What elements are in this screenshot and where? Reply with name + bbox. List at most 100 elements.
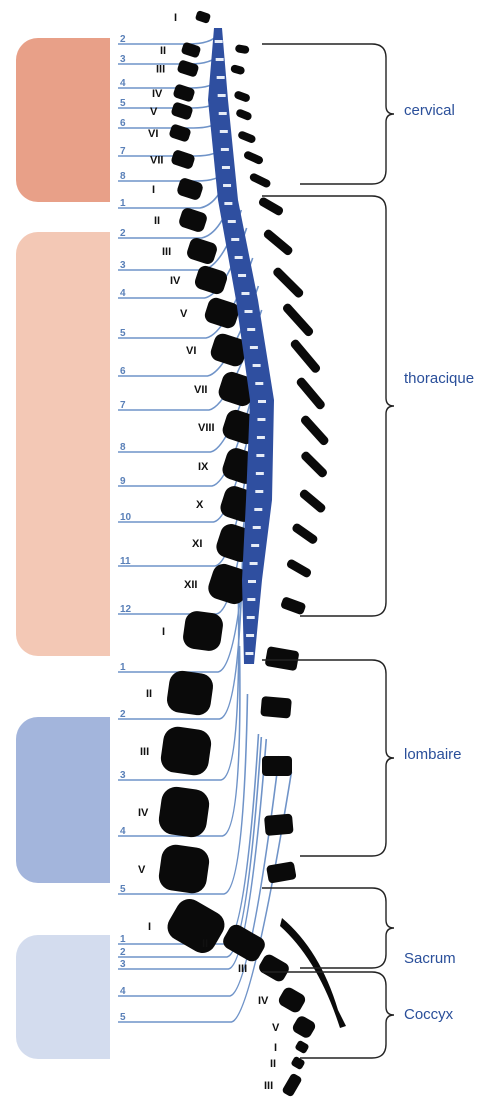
cord-segment-mark — [216, 58, 224, 61]
vertebra-label: IV — [170, 275, 181, 287]
cord-segment-mark — [247, 328, 255, 331]
spinous-process — [233, 90, 251, 103]
nerve-number: 6 — [120, 366, 126, 377]
vertebra-label: IV — [138, 807, 149, 819]
nerve-number: 11 — [120, 556, 131, 567]
region-bracket — [262, 888, 394, 968]
nerve-root — [118, 78, 221, 88]
spinous-process — [289, 338, 322, 374]
cord-segment-mark — [256, 454, 264, 457]
region-bracket — [262, 44, 394, 184]
vertebral-body — [170, 101, 193, 120]
spinous-process — [266, 861, 297, 884]
nerve-number: 5 — [120, 98, 126, 109]
cord-segment-mark — [245, 652, 253, 655]
vertebral-body — [168, 123, 191, 142]
nerve-number: 2 — [120, 228, 126, 239]
nerve-number: 2 — [120, 947, 126, 958]
vertebral-body — [291, 1014, 317, 1040]
spinous-process — [248, 172, 271, 189]
vertebra-label: II — [270, 1058, 276, 1070]
spinous-process — [260, 696, 292, 719]
nerve-number: 3 — [120, 260, 126, 271]
spinous-process — [291, 522, 319, 545]
cord-segment-mark — [250, 562, 258, 565]
vertebra-label: VI — [148, 128, 158, 140]
spinous-process — [264, 814, 294, 836]
nerve-number: 8 — [120, 171, 126, 182]
spinous-process — [230, 64, 246, 75]
vertebral-body — [182, 610, 225, 653]
nerve-root — [118, 146, 225, 156]
vertebra-label: XI — [192, 538, 202, 550]
nerve-number: 1 — [120, 662, 126, 673]
vertebra-label: III — [162, 246, 171, 258]
region-bracket — [262, 196, 394, 616]
vertebral-body — [170, 149, 196, 170]
vertebral-body — [185, 236, 218, 266]
nerve-root — [118, 34, 219, 44]
vertebra-label: III — [156, 64, 165, 76]
nerve-number: 1 — [120, 198, 126, 209]
cord-segment-mark — [257, 418, 265, 421]
vertebra-label: V — [272, 1022, 280, 1034]
label-sacrum: Sacrum — [404, 950, 456, 967]
vertebra-label: X — [196, 499, 204, 511]
cord-segment-mark — [247, 616, 255, 619]
vertebral-body — [195, 10, 211, 24]
label-cervical: cervical — [404, 102, 455, 119]
vertebral-body — [193, 264, 229, 296]
cord-segment-mark — [253, 364, 261, 367]
nerve-number: 5 — [120, 328, 126, 339]
nerve-number: 4 — [120, 78, 126, 89]
vertebra-label: IV — [152, 88, 163, 100]
vertebra-label: V — [138, 864, 146, 876]
nerve-root — [118, 118, 224, 128]
vertebra-label: VII — [194, 384, 207, 396]
cord-segment-mark — [245, 310, 253, 313]
cord-segment-mark — [215, 40, 223, 43]
label-thoracique: thoracique — [404, 370, 474, 387]
vertebral-body — [172, 83, 195, 102]
spinous-process — [300, 450, 329, 479]
nerve-number: 2 — [120, 34, 126, 45]
cord-segment-mark — [241, 292, 249, 295]
cord-segment-mark — [221, 148, 229, 151]
cord-segment-mark — [235, 256, 243, 259]
nerve-number: 9 — [120, 476, 126, 487]
vertebral-body — [277, 985, 308, 1014]
vertebral-body — [178, 206, 209, 233]
nerve-number: 2 — [120, 709, 126, 720]
vertebra-label: VI — [186, 345, 196, 357]
spinous-process — [235, 108, 253, 121]
cord-segment-mark — [222, 166, 230, 169]
nerve-number: 4 — [120, 826, 126, 837]
spinous-process — [265, 646, 300, 671]
vertebra-label: I — [148, 921, 151, 933]
spinous-process — [243, 150, 265, 165]
cord-segment-mark — [253, 526, 261, 529]
spinous-process — [237, 130, 257, 144]
vertebra-label: V — [180, 308, 188, 320]
spinous-process — [235, 44, 250, 54]
cord-segment-mark — [258, 400, 266, 403]
vertebra-label: V — [150, 106, 158, 118]
cord-segment-mark — [246, 634, 254, 637]
cord-segment-mark — [248, 580, 256, 583]
vertebra-label: IX — [198, 461, 209, 473]
nerve-number: 5 — [120, 1012, 126, 1023]
vertebra-label: III — [140, 746, 149, 758]
spinous-process — [286, 558, 313, 579]
vertebra-label: I — [162, 626, 165, 638]
cord-segment-mark — [257, 436, 265, 439]
nerve-root — [118, 168, 230, 208]
spinous-process — [281, 302, 314, 338]
vertebra-label: III — [264, 1080, 273, 1092]
vertebra-label: VIII — [198, 422, 215, 434]
spinous-process — [280, 596, 307, 615]
cord-segment-mark — [228, 220, 236, 223]
cord-segment-mark — [254, 508, 262, 511]
cord-segment-mark — [224, 202, 232, 205]
cord-segment-mark — [217, 76, 225, 79]
